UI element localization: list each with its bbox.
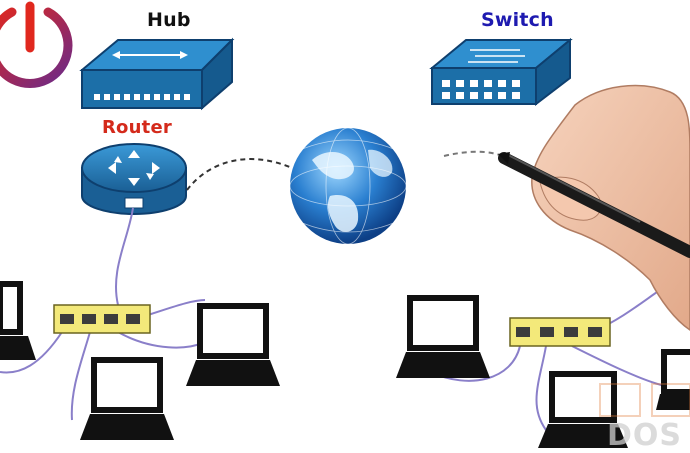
right-mini-switch bbox=[509, 317, 611, 347]
hub-label: Hub bbox=[147, 9, 191, 31]
left-mini-switch bbox=[53, 304, 151, 334]
laptop-icon bbox=[0, 281, 36, 360]
laptop-icon bbox=[186, 303, 280, 386]
laptop-icon bbox=[656, 349, 690, 410]
watermark-icon bbox=[599, 383, 690, 417]
switch-icon bbox=[429, 37, 573, 107]
power-icon bbox=[0, 1, 73, 88]
router-label: Router bbox=[102, 117, 172, 138]
router-icon bbox=[81, 143, 187, 215]
laptop-icon bbox=[80, 357, 174, 440]
router-globe-link bbox=[186, 158, 293, 191]
hub-icon bbox=[79, 37, 235, 111]
laptop-icon bbox=[396, 295, 490, 378]
hand-with-pen-icon bbox=[498, 84, 690, 331]
globe-icon bbox=[289, 127, 407, 245]
watermark-text: DOS bbox=[607, 418, 683, 453]
switch-label: Switch bbox=[481, 9, 554, 31]
laptop-icon bbox=[538, 371, 628, 448]
